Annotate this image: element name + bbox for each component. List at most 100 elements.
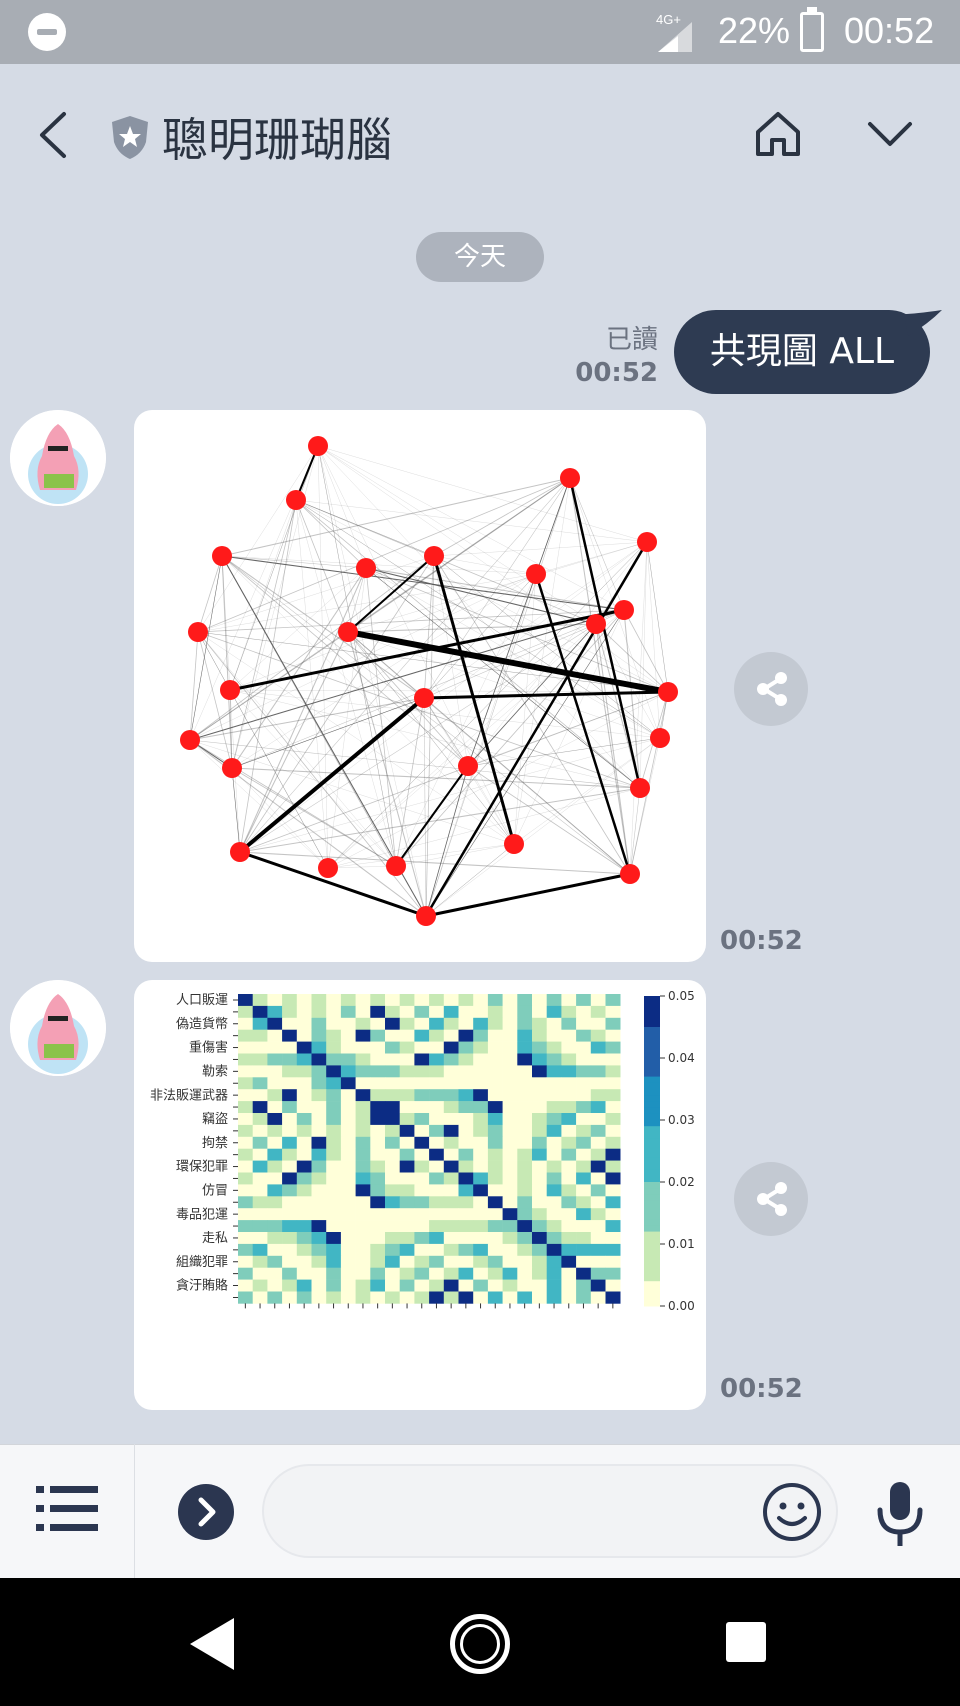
heatmap-cell bbox=[590, 1136, 606, 1149]
nav-home-icon[interactable] bbox=[450, 1614, 510, 1674]
heatmap-cell bbox=[443, 1279, 459, 1292]
heatmap-cell bbox=[340, 1124, 356, 1138]
network-edge bbox=[189, 631, 349, 741]
heatmap-cell bbox=[458, 1196, 474, 1209]
heatmap-cell bbox=[473, 994, 489, 1007]
expand-button[interactable] bbox=[178, 1484, 234, 1540]
heatmap-cell bbox=[473, 1065, 489, 1078]
heatmap-cell bbox=[296, 1089, 312, 1102]
heatmap-cell bbox=[443, 1291, 459, 1304]
outgoing-message-bubble[interactable]: 共現圖 ALL bbox=[674, 310, 930, 394]
heatmap-cell bbox=[517, 1172, 533, 1185]
heatmap-cell bbox=[311, 1053, 327, 1066]
heatmap-cell bbox=[370, 1077, 386, 1090]
heatmap-cell bbox=[532, 994, 547, 1007]
heatmap-cell bbox=[487, 1077, 503, 1090]
heatmap-cell bbox=[429, 1208, 445, 1221]
heatmap-cell bbox=[576, 1017, 592, 1030]
network-edge bbox=[395, 609, 625, 867]
nav-recents-icon[interactable] bbox=[726, 1622, 766, 1662]
network-node bbox=[220, 680, 240, 700]
sender-avatar[interactable] bbox=[10, 410, 106, 506]
heatmap-cell bbox=[385, 1184, 400, 1197]
network-graph-image[interactable] bbox=[134, 410, 706, 962]
heatmap-cell bbox=[385, 1089, 400, 1102]
emoji-icon[interactable] bbox=[762, 1482, 822, 1542]
heatmap-cell bbox=[546, 1029, 562, 1042]
heatmap-cell bbox=[385, 1113, 400, 1126]
heatmap-cell bbox=[605, 1077, 621, 1090]
heatmap-cell bbox=[502, 1136, 518, 1149]
heatmap-cell bbox=[502, 1267, 518, 1280]
message-input[interactable] bbox=[262, 1464, 838, 1558]
heatmap-cell bbox=[267, 1220, 283, 1233]
heatmap-cell bbox=[326, 1077, 342, 1090]
heatmap-cell bbox=[282, 1160, 298, 1173]
heatmap-cell bbox=[282, 1184, 298, 1197]
heatmap-cell bbox=[340, 1291, 356, 1304]
heatmap-cell bbox=[532, 1243, 547, 1257]
chevron-down-icon[interactable] bbox=[866, 116, 914, 152]
heatmap-cell bbox=[238, 1113, 253, 1126]
heatmap-cell bbox=[370, 1243, 386, 1257]
heatmap-cell bbox=[340, 1101, 356, 1114]
menu-list-icon[interactable] bbox=[36, 1484, 98, 1534]
heatmap-cell bbox=[238, 1101, 253, 1114]
heatmap-cell bbox=[385, 1029, 400, 1042]
microphone-icon[interactable] bbox=[876, 1480, 924, 1548]
heatmap-cell bbox=[473, 1148, 489, 1161]
heatmap-cell bbox=[576, 1196, 592, 1209]
heatmap-cell bbox=[443, 1124, 459, 1138]
heatmap-cell bbox=[267, 1101, 283, 1114]
heatmap-cell bbox=[473, 1291, 489, 1304]
network-edge bbox=[189, 631, 199, 741]
heatmap-cell bbox=[517, 1053, 533, 1066]
colorbar-segment bbox=[644, 1256, 660, 1264]
heatmap-cell bbox=[326, 1196, 342, 1209]
heatmap-cell bbox=[532, 1005, 547, 1019]
heatmap-row-label: 環保犯罪 bbox=[176, 1160, 228, 1175]
network-edge bbox=[221, 555, 515, 845]
heatmap-cell bbox=[282, 1291, 298, 1304]
home-icon[interactable] bbox=[752, 108, 804, 160]
heatmap-cell bbox=[238, 1136, 253, 1149]
nav-back-icon[interactable] bbox=[190, 1618, 236, 1670]
heatmap-cell bbox=[576, 1077, 592, 1090]
heatmap-cell bbox=[429, 1279, 445, 1292]
sender-avatar[interactable] bbox=[10, 980, 106, 1076]
heatmap-cell bbox=[385, 1160, 400, 1173]
network-node bbox=[230, 842, 250, 862]
network-edge bbox=[327, 787, 641, 869]
heatmap-cell bbox=[561, 1172, 577, 1185]
network-edge bbox=[365, 567, 397, 867]
heatmap-cell bbox=[532, 1053, 547, 1066]
colorbar-segment bbox=[644, 1157, 660, 1164]
heatmap-cell bbox=[252, 1208, 268, 1221]
heatmap-cell bbox=[605, 1243, 621, 1257]
heatmap-cell bbox=[458, 1029, 474, 1042]
heatmap-cell bbox=[414, 1160, 430, 1173]
heatmap-cell bbox=[370, 1005, 386, 1019]
heatmap-cell bbox=[517, 1220, 533, 1233]
network-edge bbox=[231, 567, 367, 769]
heatmap-cell bbox=[355, 1041, 371, 1054]
heatmap-image[interactable]: 人口販運偽造貨幣重傷害勒索非法販運武器竊盜拘禁環保犯罪仿冒毒品犯運走私組織犯罪貪… bbox=[134, 980, 706, 1410]
network-edge bbox=[197, 631, 641, 789]
back-arrow-icon[interactable] bbox=[34, 110, 74, 160]
heatmap-cell bbox=[296, 1267, 312, 1280]
network-edge bbox=[197, 555, 223, 633]
colorbar-tick-label: 0.03 bbox=[668, 1113, 695, 1127]
heatmap-cell bbox=[561, 1232, 577, 1245]
heatmap-cell bbox=[282, 1005, 298, 1019]
heatmap-cell bbox=[502, 1005, 518, 1019]
share-button[interactable] bbox=[734, 1162, 808, 1236]
network-edge-strong bbox=[425, 872, 631, 918]
heatmap-cell bbox=[561, 1184, 577, 1197]
share-button[interactable] bbox=[734, 652, 808, 726]
heatmap-cell bbox=[561, 1113, 577, 1126]
heatmap-cell bbox=[487, 1089, 503, 1102]
heatmap-cell bbox=[311, 1291, 327, 1304]
colorbar-segment bbox=[644, 1262, 660, 1270]
network-edge bbox=[317, 445, 597, 625]
heatmap-cell bbox=[238, 1029, 253, 1042]
